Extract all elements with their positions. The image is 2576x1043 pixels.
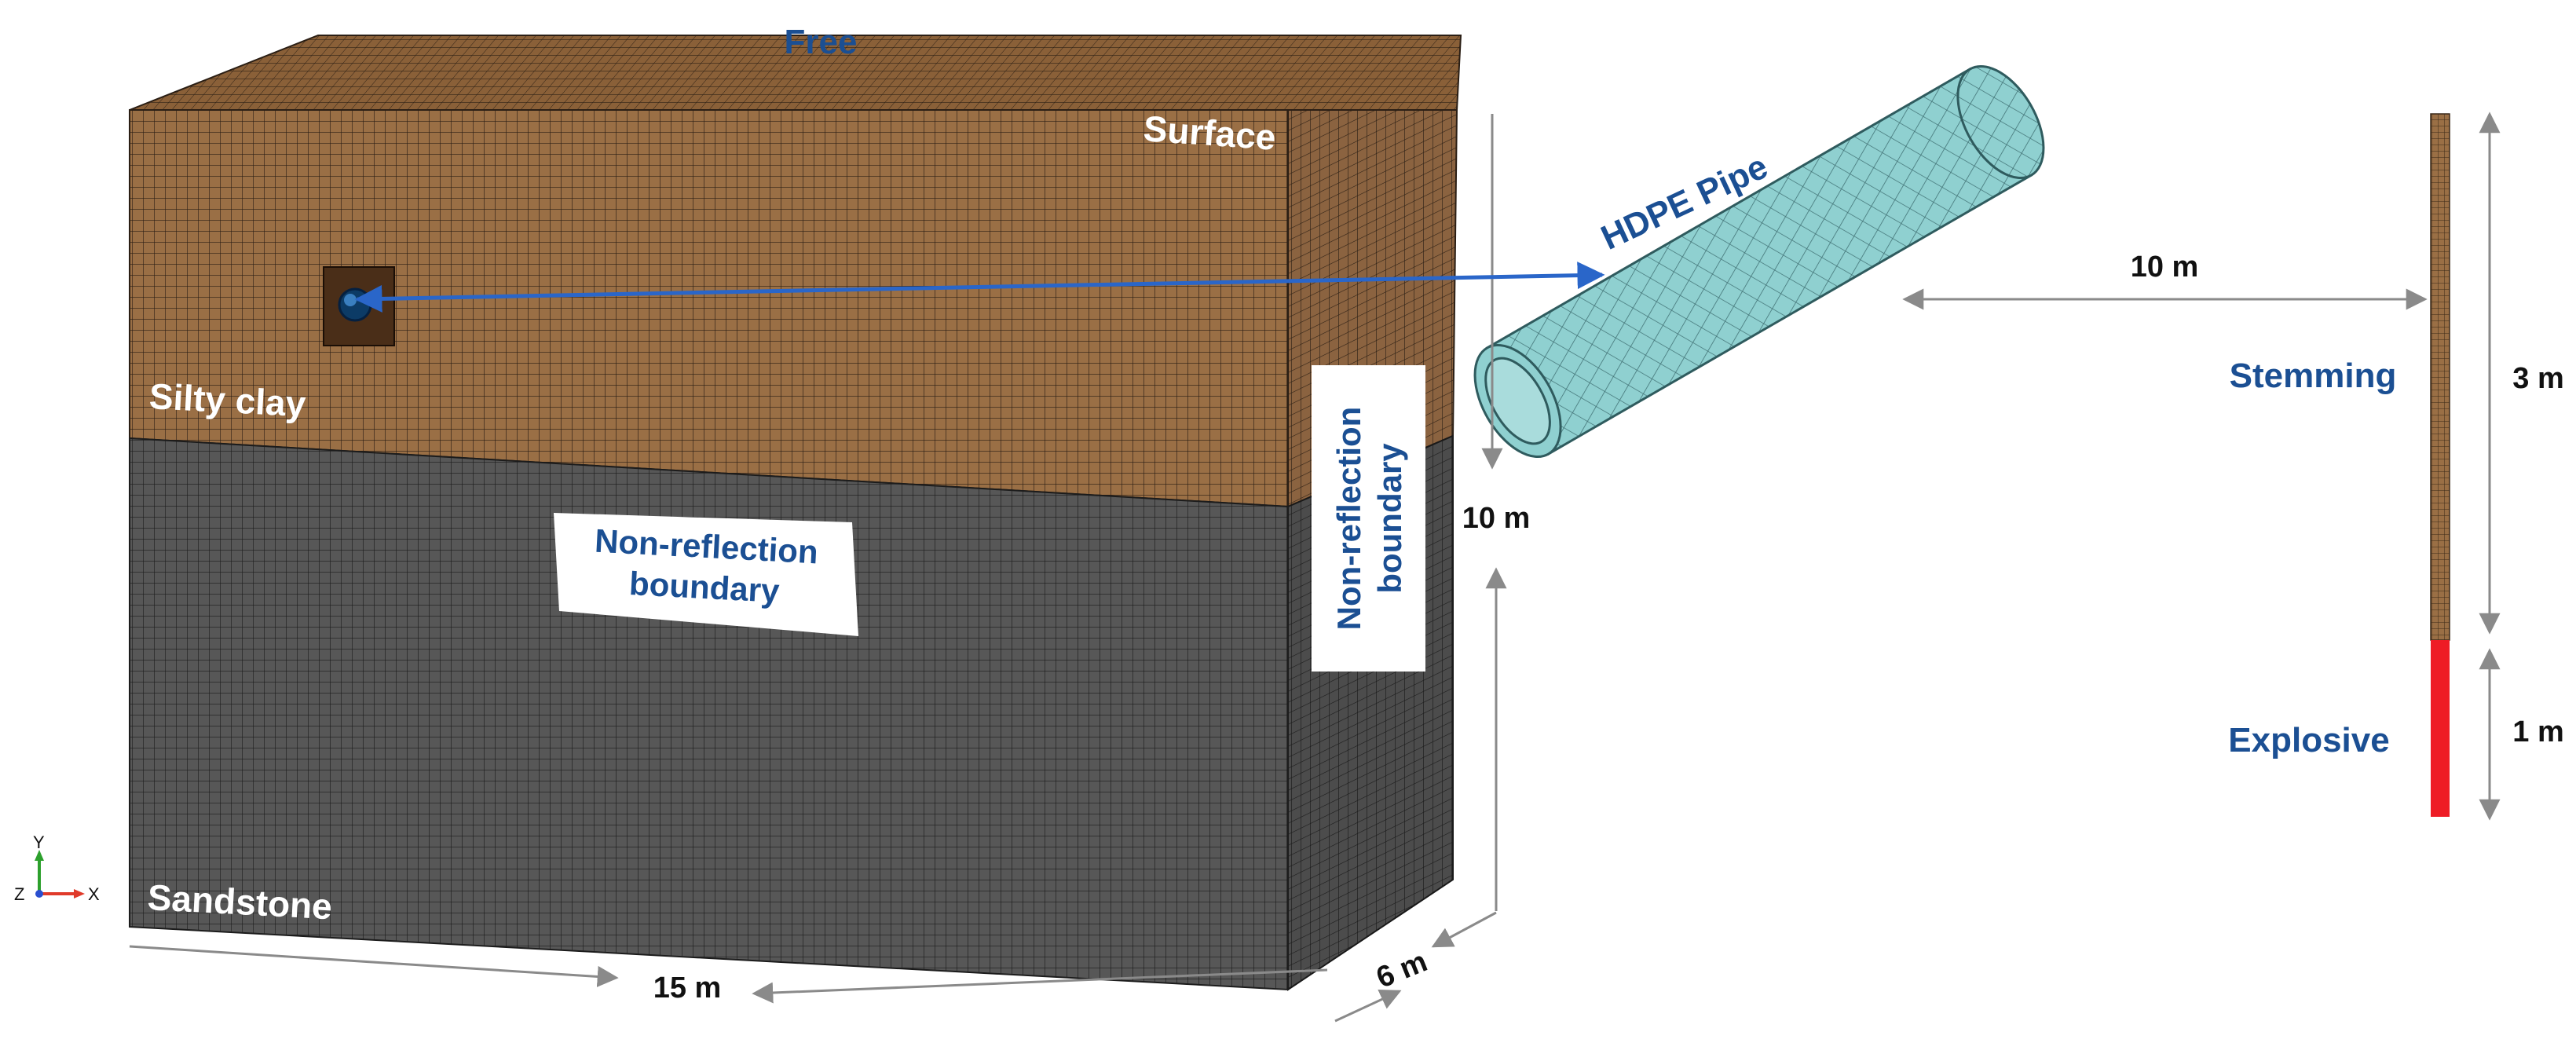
depth-dim-lower (1334, 989, 1402, 1023)
sandstone-label: Sandstone (147, 876, 334, 927)
explosive-length-label: 1 m (2512, 715, 2563, 748)
pipe-far-end (1956, 64, 2045, 180)
pipe-body (1485, 67, 2033, 456)
nrb-side-line-1: Non-reflection (1330, 407, 1367, 631)
borehole-icon (338, 287, 372, 322)
length-dim-left (129, 945, 619, 987)
block-front-face-sandstone (129, 437, 1289, 991)
stemming-label: Stemming (2230, 357, 2397, 395)
axis-triad: Y X Z (14, 833, 100, 904)
nrb-side-box (1312, 365, 1425, 672)
length-dim-right (752, 968, 1328, 1004)
stemming-column (2430, 113, 2450, 641)
silty-clay-label: Silty clay (148, 375, 307, 424)
charge-column (2430, 113, 2450, 817)
nrb-side-label: Non-reflection boundary (1312, 365, 1425, 672)
z-axis-icon (35, 890, 43, 898)
length-dim-label: 15 m (653, 972, 722, 1005)
explosive-label: Explosive (2228, 721, 2389, 759)
axis-x-label: X (88, 884, 100, 904)
surface-label: Surface (1142, 108, 1277, 158)
stemming-length-label: 3 m (2512, 362, 2563, 395)
hdpe-pipe-model (1473, 64, 2045, 459)
free-label: Free (785, 23, 858, 61)
nrb-side-line-2: boundary (1371, 443, 1408, 594)
nrb-front-label: Non-reflection boundary (554, 513, 858, 636)
nrb-front-line-2: boundary (628, 565, 781, 609)
dimension-lines (129, 112, 2501, 1023)
pipe-distance-label: 10 m (2131, 251, 2199, 284)
axis-z-label: Z (14, 884, 24, 904)
block-front-face-clay (129, 109, 1289, 508)
explosive-column (2431, 640, 2450, 817)
borehole-pipe-link-arrow (354, 262, 1605, 313)
pipe-inner-bore (1484, 357, 1551, 445)
width-dim-label: 6 m (1372, 945, 1432, 994)
soil-block (129, 35, 1462, 991)
height-dim-label: 10 m (1462, 502, 1531, 535)
axis-y-label: Y (33, 833, 45, 852)
depth-dim-upper (1431, 911, 1497, 948)
nrb-front-box (554, 513, 858, 636)
